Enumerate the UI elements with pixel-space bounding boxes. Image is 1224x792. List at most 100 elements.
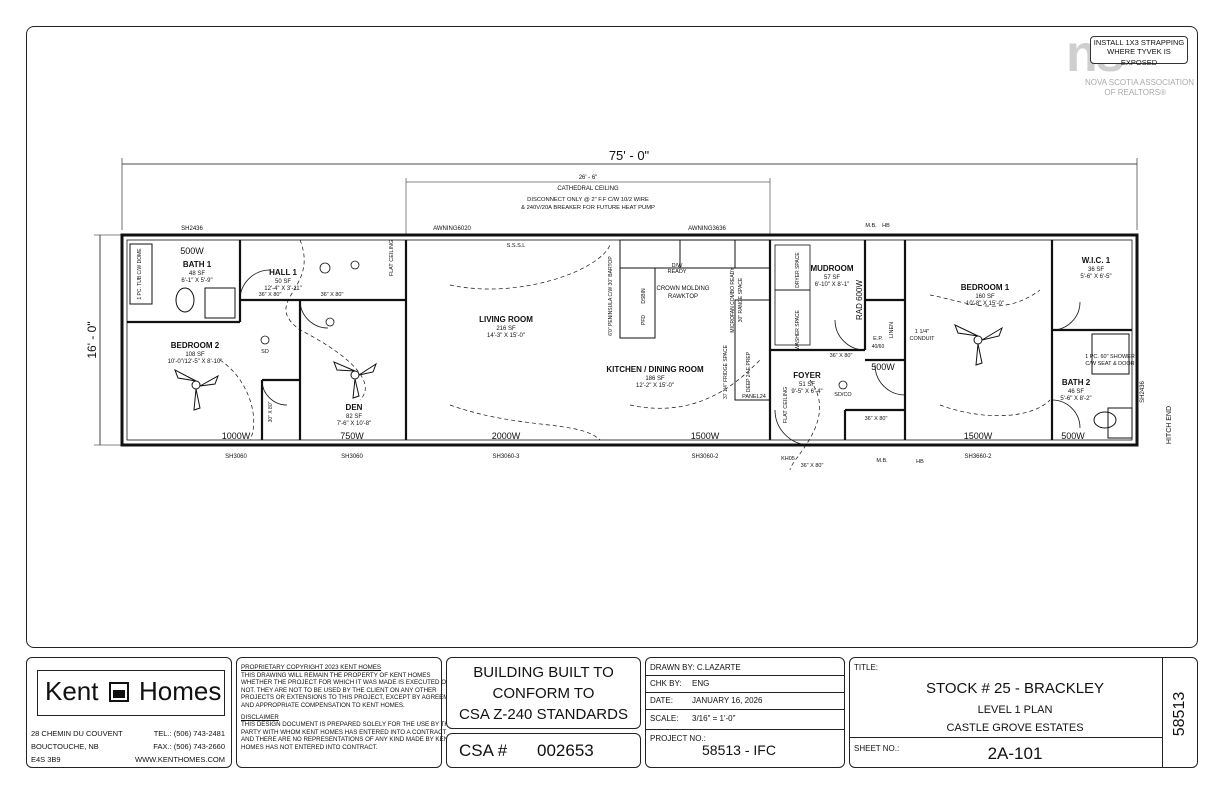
fridge-space-label: 37 1/4" FRIDGE SPACE [723, 344, 729, 399]
room-hall1-dims: 12'-4" X 3'-11" [264, 286, 301, 292]
mb-label-top: M.B. [865, 223, 877, 229]
heater-2000w: 2000W [492, 431, 521, 441]
room-living-name: LIVING ROOM [479, 315, 533, 324]
watermark-org-line2: OF REALTORS® [1104, 88, 1166, 97]
csa-block: CSA # 002653 [446, 733, 641, 768]
ep-label: E.P. [873, 336, 883, 342]
room-hall1-name: HALL 1 [269, 268, 297, 277]
windows [170, 233, 1139, 447]
csa-number: 002653 [537, 741, 594, 760]
copyright-block: PROPRIETARY COPYRIGHT 2023 KENT HOMES TH… [236, 657, 461, 768]
heater-1500w-bedroom1: 1500W [964, 431, 993, 441]
flat-ceiling-note-2: FLAT CEILING [783, 387, 789, 423]
shower-note: 1 PC. 60" SHOWER [1085, 354, 1135, 360]
crown-molding-note: CROWN MOLDING [657, 286, 710, 292]
conduit-label: CONDUIT [909, 336, 935, 342]
overall-length-label: 75' - 0" [609, 148, 650, 163]
room-bedroom2-area: 108 SF [185, 352, 205, 358]
title-line1: STOCK # 25 - BRACKLEY [925, 680, 1105, 697]
sheet-value: 2A-101 [987, 744, 1043, 763]
disclaimer-line2: PARTY WITH WHOM KENT HOMES HAS ENTERED I… [241, 728, 447, 736]
linen-label: LINEN [889, 322, 895, 338]
standard-line2: CONFORM TO [492, 685, 595, 702]
standard-line3: CSA Z-240 STANDARDS [459, 706, 628, 723]
address-line3: E4S 3B9 [31, 755, 61, 764]
company-name-kent: Kent [45, 676, 99, 706]
title-block: TITLE: STOCK # 25 - BRACKLEY LEVEL 1 PLA… [849, 657, 1198, 768]
hb-label-bottom: HB [916, 459, 924, 465]
house-icon [108, 682, 129, 702]
room-wic1-area: 36 SF [1088, 267, 1104, 273]
room-bedroom1-area: 160 SF [975, 294, 995, 300]
room-kitchen-area: 186 SF [645, 376, 665, 382]
telephone: TEL.: (506) 743-2481 [153, 729, 225, 738]
dsbin-label: DSBIN [641, 288, 647, 304]
toilet-2 [1093, 411, 1117, 429]
deep-prep-label: DEEP 24 E.PREP [746, 351, 752, 392]
title-line3: CASTLE GROVE ESTATES [946, 722, 1084, 734]
disconnect-note-2: & 240V/20A BREAKER FOR FUTURE HEAT PUMP [521, 205, 655, 211]
date-value: JANUARY 16, 2026 [692, 696, 763, 705]
smoke-detectors [260, 260, 848, 390]
drawing-info-block: DRAWN BY: C.LAZARTE CHK BY: ENG DATE: JA… [645, 657, 845, 768]
shower-note-2: C/W SEAT & DOOR [1085, 361, 1134, 367]
room-hall1-area: 50 SF [275, 279, 291, 285]
disclaimer-line4: HOMES HAS NOT ENTERED INTO CONTRACT. [241, 743, 378, 751]
heater-500w-bath1: 500W [180, 246, 204, 256]
window-sh2436-top: SH2436 [181, 226, 203, 232]
rad-label: RAD 600W [855, 280, 864, 320]
heater-750w: 750W [340, 431, 364, 441]
project-label: PROJECT NO.: [650, 734, 706, 743]
standard-line1: BUILDING BUILT TO [473, 664, 614, 681]
pfd-label: PFD [641, 315, 647, 325]
website: WWW.KENTHOMES.COM [135, 755, 225, 764]
room-foyer-dims: 9'-5" X 6'-4" [791, 389, 822, 395]
room-kitchen-name: KITCHEN / DINING ROOM [606, 365, 704, 374]
copyright-line1: THIS DRAWING WILL REMAIN THE PROPERTY OF… [241, 671, 431, 679]
room-mudroom-area: 57 SF [824, 275, 840, 281]
heater-500w-foyer: 500W [871, 362, 895, 372]
drawn-by: DRAWN BY: C.LAZARTE [650, 663, 741, 672]
window-sh2436-side: SH2436 [1140, 380, 1146, 402]
window-sh3060-den: SH3060 [341, 454, 363, 460]
sssl-label: S.S.S.L [507, 243, 526, 249]
microfan-label: MICROFAN COMBO READY [730, 267, 736, 333]
smoke-detector-label: SD [261, 349, 269, 355]
heater-1500w-kitchen: 1500W [691, 431, 720, 441]
room-foyer-area: 51 SF [799, 382, 815, 388]
room-bath2-dims: 5'-6" X 8'-2" [1060, 396, 1091, 402]
electrical-runs [219, 239, 1051, 471]
scale-label: SCALE: [650, 714, 679, 723]
drawing-sheet-border [26, 26, 1198, 648]
room-bath1-dims: 6'-1" X 5'-9" [181, 278, 212, 284]
room-den-area: 82 SF [346, 414, 362, 420]
room-bath2-area: 46 SF [1068, 389, 1084, 395]
watermark-org-line1: NOVA SCOTIA ASSOCIATION [1084, 78, 1194, 87]
company-logo-box [37, 670, 225, 716]
rawktop-note: RAWKTOP [668, 294, 698, 300]
csa-label: CSA # [459, 741, 508, 760]
heater-500w-bath2: 500W [1061, 431, 1085, 441]
disclaimer-line3: AND THERE ARE NO REPRESENTATIONS OF ANY … [241, 736, 452, 744]
vertical-project-number: 58513 [1171, 691, 1188, 737]
window-sh3060-2: SH3060-2 [691, 454, 719, 460]
standards-block: BUILDING BUILT TO CONFORM TO CSA Z-240 S… [446, 657, 641, 729]
flat-ceiling-note-1: FLAT CEILING [389, 240, 395, 276]
date-label: DATE: [650, 696, 673, 705]
company-name-homes: Homes [138, 676, 222, 706]
door-size-closet: 36" X 80" [865, 416, 888, 422]
room-mudroom-dims: 6'-10" X 8'-1" [815, 282, 850, 288]
door-size-hall: 36" X 80" [259, 292, 282, 298]
window-sh3660-2: SH3660-2 [964, 454, 992, 460]
note-line2: WHERE TYVEK IS EXPOSED [1107, 47, 1171, 67]
chk-value: ENG [692, 679, 710, 688]
project-value: 58513 - IFC [702, 742, 776, 758]
room-bedroom2-name: BEDROOM 2 [171, 341, 220, 350]
note-line1: INSTALL 1X3 STRAPPING [1093, 38, 1185, 47]
room-bath1-name: BATH 1 [183, 260, 212, 269]
door-size-closet-den: 30" X 80" [268, 401, 274, 422]
title-label: TITLE: [854, 663, 879, 672]
door-size-den: 36" X 80" [321, 292, 344, 298]
room-living-dims: 14'-3" X 15'-0" [487, 333, 525, 339]
